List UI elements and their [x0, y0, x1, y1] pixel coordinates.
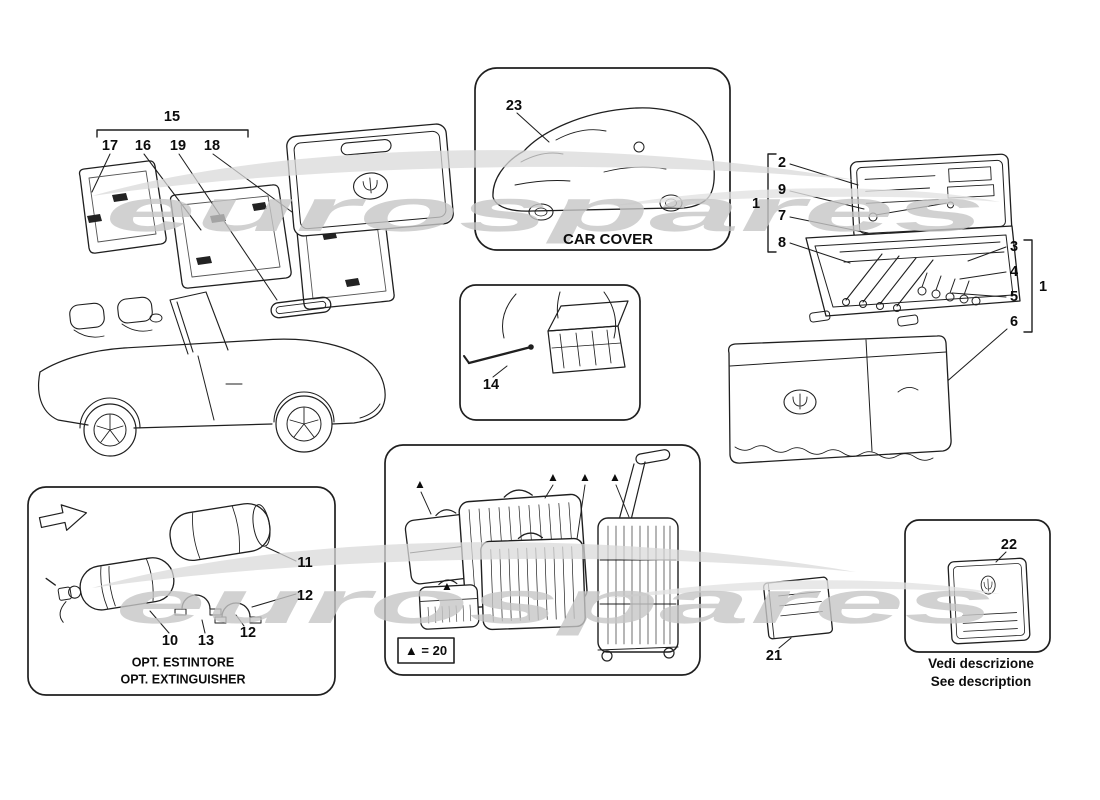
watermark-text: eurospares: [105, 177, 985, 244]
description-book-art: [904, 519, 1051, 653]
callout-22[interactable]: 22: [1000, 536, 1018, 553]
bracket-1-left: [767, 153, 777, 253]
seats: [73, 323, 153, 338]
callout-13[interactable]: 13: [197, 632, 215, 649]
car-cover-leader: [516, 112, 550, 143]
windshield: [169, 291, 229, 355]
deflector-panel-c: [294, 206, 395, 310]
car-cover-art: [474, 67, 731, 251]
booklet-leader: [778, 637, 792, 649]
bracket-1-right: [1023, 239, 1033, 333]
case-handle-slot: [340, 139, 392, 156]
extinguisher-caption-it: OPT. ESTINTORE: [131, 655, 235, 670]
callout-9[interactable]: 9: [777, 181, 787, 198]
luggage-marker-1[interactable]: ▲: [414, 477, 426, 491]
car-sketch-art: [37, 291, 386, 457]
luggage-marker-2[interactable]: ▲: [547, 470, 559, 484]
triangle-leaders: [420, 484, 630, 540]
tool-pouch-art: [727, 335, 952, 464]
spare-tube: [169, 502, 271, 562]
watermark-swoosh: [610, 580, 1000, 598]
luggage-legend: ▲ = 20: [404, 643, 448, 659]
armrest-art: [459, 284, 641, 421]
medium-suitcase: [480, 532, 586, 631]
tool-kit-left-leaders: [789, 163, 869, 264]
tool-kit-base: [805, 225, 1021, 327]
callout-5[interactable]: 5: [1009, 288, 1019, 305]
luggage-frame: [384, 444, 701, 676]
callout-7[interactable]: 7: [777, 207, 787, 224]
callout-4[interactable]: 4: [1009, 263, 1019, 280]
cover-folds: [514, 129, 667, 186]
booklet-art: [762, 576, 834, 649]
car-cover-shape: [492, 107, 715, 212]
deflector-strap: [270, 296, 332, 319]
callout-11[interactable]: 11: [297, 554, 313, 571]
watermark-swoosh: [92, 150, 856, 196]
deflector-panel-b: [169, 184, 292, 289]
armrest-frame: [459, 284, 641, 421]
callout-17[interactable]: 17: [101, 137, 119, 154]
callout-15[interactable]: 15: [163, 108, 181, 125]
car-cover-caption: CAR COVER: [562, 231, 654, 249]
storage-lid: [547, 300, 629, 332]
callout-16[interactable]: 16: [134, 137, 152, 154]
callout-6[interactable]: 6: [1009, 313, 1019, 330]
luggage-marker-3[interactable]: ▲: [579, 470, 591, 484]
deflector-panel-a: [78, 160, 167, 254]
tool-kit-lid: [849, 153, 1013, 241]
description-book-frame: [904, 519, 1051, 653]
large-suitcase: [458, 489, 588, 609]
sockets: [917, 272, 981, 306]
deflector-case: [286, 123, 454, 237]
trident-emblem: [980, 575, 996, 595]
callout-1-right[interactable]: 1: [1038, 278, 1048, 295]
tool-kit-right-leaders: [943, 246, 1008, 385]
storage-bin: [547, 325, 626, 374]
luggage-marker-4[interactable]: ▲: [609, 470, 621, 484]
callout-18[interactable]: 18: [203, 137, 221, 154]
extinguisher-caption-en: OPT. EXTINGUISHER: [120, 672, 246, 687]
callout-14[interactable]: 14: [482, 376, 500, 393]
extinguisher-leaders: [149, 546, 297, 634]
description-caption-en: See description: [930, 673, 1032, 689]
description-book-leader: [995, 551, 1007, 563]
mirror: [149, 313, 163, 323]
armrest-leader: [492, 365, 508, 378]
callout-12-upper[interactable]: 12: [296, 587, 314, 604]
watermark-swoosh: [92, 542, 856, 588]
callout-2[interactable]: 2: [777, 154, 787, 171]
rod-tool: [467, 345, 533, 365]
panel-b-clips: [196, 202, 267, 265]
luggage-art: [384, 444, 701, 676]
callout-21[interactable]: 21: [765, 647, 783, 664]
callout-1-left[interactable]: 1: [751, 195, 761, 212]
panel-a-clips: [87, 193, 128, 223]
trident-emblem: [783, 389, 817, 415]
direction-arrow: [38, 504, 88, 531]
extinguisher-bottle: [45, 557, 175, 623]
panel-c-clips: [322, 231, 360, 287]
callout-12-lower[interactable]: 12: [239, 624, 257, 641]
luggage-marker-5[interactable]: ▲: [441, 579, 453, 593]
trident-emblem: [352, 172, 389, 200]
callout-10[interactable]: 10: [161, 632, 179, 649]
callout-19[interactable]: 19: [169, 137, 187, 154]
garment-bag: [404, 509, 498, 585]
tool-kit-art: [767, 153, 1033, 385]
car-cover-frame: [474, 67, 731, 251]
callout-8[interactable]: 8: [777, 234, 787, 251]
watermark-swoosh: [610, 188, 1000, 206]
callout-3[interactable]: 3: [1009, 238, 1019, 255]
mounting-clamps: [174, 594, 262, 624]
pouch-outline: [727, 335, 952, 464]
bracket-15: [96, 129, 249, 138]
wrenches: [845, 253, 934, 307]
description-caption-it: Vedi descrizione: [928, 655, 1034, 671]
callout-23[interactable]: 23: [505, 97, 523, 114]
deflector-leader-lines: [91, 153, 312, 301]
